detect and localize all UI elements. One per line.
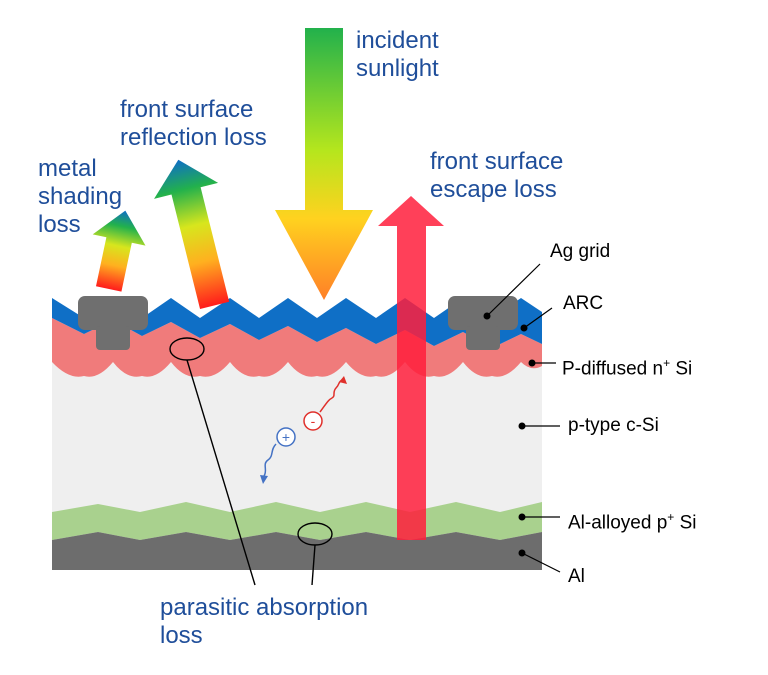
ag-grid-leader-dot bbox=[483, 312, 491, 320]
hole-path bbox=[263, 443, 277, 477]
arc-leader-dot bbox=[520, 324, 528, 332]
hole-arrowhead bbox=[260, 475, 268, 484]
escape-loss-label: front surface escape loss bbox=[430, 148, 564, 203]
al-layer bbox=[52, 532, 542, 570]
reflection-loss-arrow bbox=[154, 159, 230, 309]
metal-shading-arrow bbox=[92, 210, 146, 292]
parasitic-leader-front bbox=[186, 359, 256, 586]
arc-label: ARC bbox=[563, 293, 604, 314]
electron-carrier bbox=[303, 411, 323, 431]
ag-grid-finger-right bbox=[448, 296, 518, 350]
metal-shading-loss-label: metal shading loss bbox=[38, 155, 123, 238]
electron-symbol: - bbox=[311, 413, 316, 429]
ag-grid-leader bbox=[486, 263, 541, 317]
ag-grid-finger-left bbox=[78, 296, 148, 350]
p-plus-si-label: Al-alloyed p+ Si bbox=[568, 510, 697, 534]
hole-carrier bbox=[276, 427, 296, 447]
al-label: Al bbox=[568, 566, 585, 587]
p-type-leader-dot bbox=[518, 422, 526, 430]
reflection-loss-label: front surface reflection loss bbox=[120, 96, 267, 151]
p-type-si-label: p-type c-Si bbox=[568, 415, 659, 436]
incident-sunlight-label: incident sunlight bbox=[356, 27, 439, 82]
arc-leader bbox=[523, 307, 553, 329]
hole-symbol: + bbox=[282, 429, 290, 445]
n-plus-si-label: P-diffused n+ Si bbox=[562, 356, 693, 380]
p-plus-leader-dot bbox=[518, 513, 526, 521]
escape-loss-arrow bbox=[378, 196, 444, 540]
parasitic-leader-back bbox=[311, 544, 316, 586]
incident-sunlight-arrow bbox=[275, 28, 373, 300]
al-leader-dot bbox=[518, 549, 526, 557]
al-leader bbox=[521, 552, 561, 573]
parasitic-absorption-label: parasitic absorption loss bbox=[160, 594, 369, 649]
ag-grid-label: Ag grid bbox=[550, 241, 611, 262]
electron-path bbox=[319, 379, 343, 413]
n-plus-leader-dot bbox=[528, 359, 536, 367]
electron-arrowhead bbox=[339, 376, 347, 384]
